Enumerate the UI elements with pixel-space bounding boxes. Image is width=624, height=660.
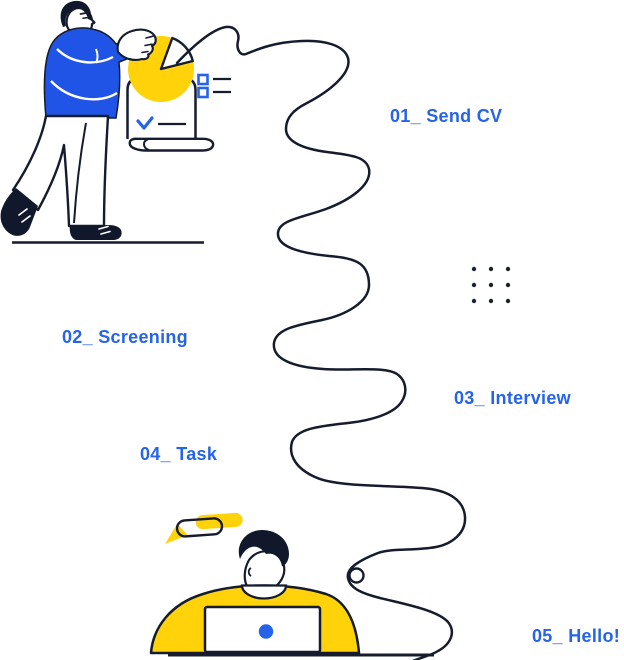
- step-label-hello: 05_ Hello!: [532, 626, 621, 646]
- laptop-person-scene: [149, 530, 434, 657]
- dots-grid-icon: [471, 266, 511, 304]
- shoe-front: [69, 225, 122, 240]
- laptop-icon: [203, 605, 322, 654]
- shoe-back: [0, 188, 38, 236]
- step-label-interview: 03_ Interview: [454, 388, 571, 408]
- hair-bottom: [238, 530, 289, 567]
- squiggle-path: [175, 25, 467, 660]
- step-label-send-cv: 01_ Send CV: [390, 106, 503, 126]
- checkbox-icon: [197, 73, 231, 99]
- trousers: [11, 114, 110, 228]
- walking-person: [0, 0, 204, 244]
- checkmark-icon: [136, 116, 186, 130]
- hair: [60, 0, 93, 28]
- laptop-logo: [258, 624, 274, 639]
- circle-node-icon: [348, 567, 365, 584]
- collar: [240, 584, 288, 600]
- pencil-icon: [165, 512, 243, 544]
- step-label-task: 04_ Task: [140, 444, 218, 464]
- step-label-screening: 02_ Screening: [62, 327, 188, 347]
